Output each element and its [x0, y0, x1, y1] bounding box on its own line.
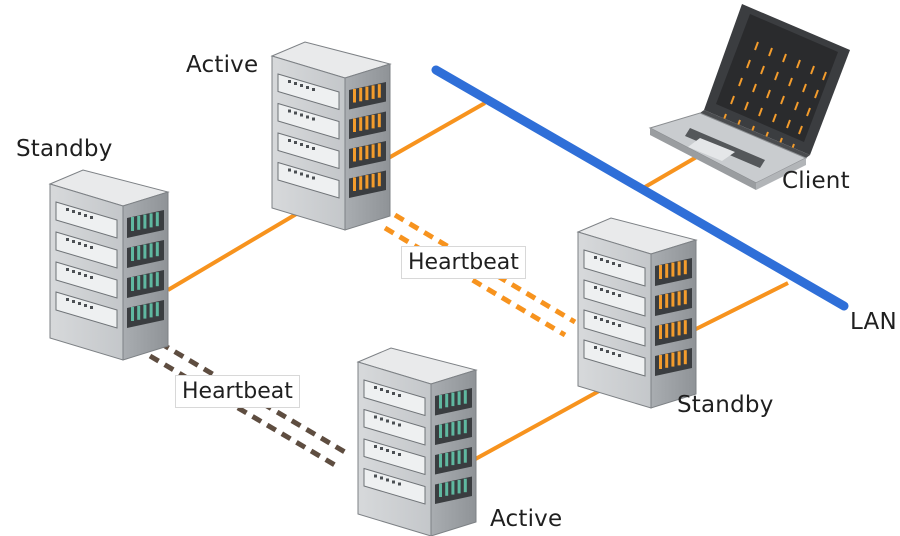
- server-standby-left: [48, 169, 170, 361]
- screen-code-mark: [768, 47, 773, 57]
- screen-code-mark: [782, 53, 787, 63]
- label-client: Client: [782, 168, 850, 194]
- screen-code-mark: [744, 101, 749, 111]
- screen-code-mark: [772, 113, 777, 123]
- link-client-to-lan: [643, 153, 702, 189]
- screen-code-mark: [780, 95, 785, 105]
- screen-code-mark: [760, 65, 765, 75]
- screen-code-mark: [774, 71, 779, 81]
- screen-code-mark: [802, 83, 807, 93]
- screen-code-mark: [822, 71, 827, 81]
- screen-code-mark: [786, 119, 791, 129]
- heartbeat-label-bottom: Heartbeat: [175, 375, 300, 408]
- label-standby-left: Standby: [16, 136, 113, 162]
- link-active-top-to-lan: [384, 101, 486, 162]
- server-active-bottom: [356, 347, 478, 536]
- label-lan: LAN: [850, 309, 897, 335]
- screen-code-mark: [810, 65, 815, 75]
- screen-code-mark: [738, 77, 743, 87]
- link-active-bottom-to-standby-right: [469, 383, 611, 464]
- laptop-icon: [648, 4, 850, 190]
- screen-code-mark: [766, 89, 771, 99]
- screen-code-mark: [806, 107, 811, 117]
- label-standby-right: Standby: [677, 392, 774, 418]
- label-active-bottom: Active: [490, 506, 563, 532]
- link-standby-right-to-lan: [689, 281, 789, 334]
- screen-code-mark: [752, 83, 757, 93]
- server-standby-right: [576, 217, 698, 409]
- screen-code-mark: [796, 59, 801, 69]
- heartbeat-label-top: Heartbeat: [401, 246, 526, 279]
- screen-code-mark: [814, 89, 819, 99]
- server-active-top: [270, 41, 392, 231]
- lan-bus: [431, 65, 849, 311]
- screen-code-mark: [730, 95, 735, 105]
- screen-code-mark: [746, 59, 751, 69]
- screen-code-mark: [754, 41, 759, 51]
- label-active-top: Active: [186, 52, 259, 78]
- screen-code-mark: [794, 101, 799, 111]
- screen-code-mark: [758, 107, 763, 117]
- screen-code-mark: [798, 125, 803, 135]
- screen-code-mark: [788, 77, 793, 87]
